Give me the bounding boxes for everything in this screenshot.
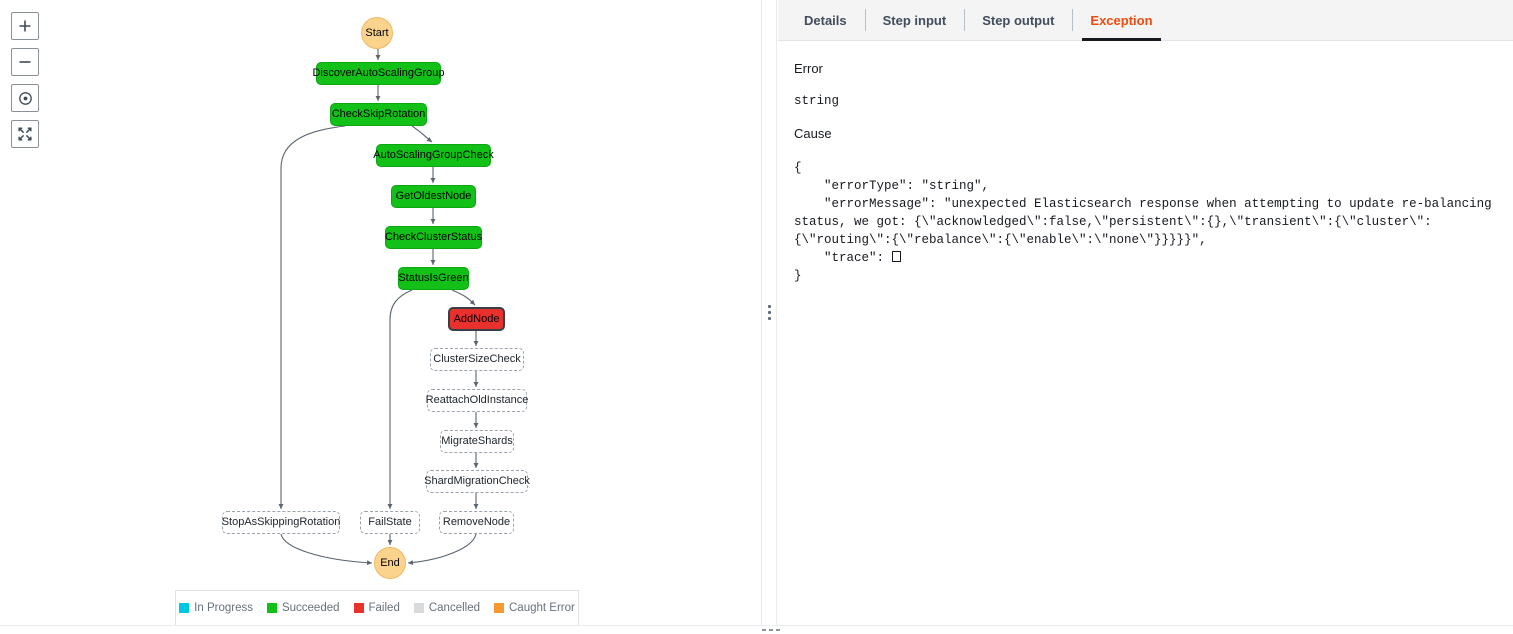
- legend-swatch-icon: [494, 603, 504, 613]
- legend-swatch-icon: [179, 603, 190, 613]
- legend-item-caught-error: Caught Error: [494, 602, 575, 614]
- graph-node-checkclusterstatus[interactable]: CheckClusterStatus: [385, 226, 482, 249]
- zoom-reset-button[interactable]: [11, 84, 39, 112]
- zoom-out-button[interactable]: [11, 48, 39, 76]
- json-line-errormessage: "errorMessage": "unexpected Elasticsearc…: [794, 197, 1500, 247]
- graph-node-discoverautoscalinggroup[interactable]: DiscoverAutoScalingGroup: [312, 62, 445, 85]
- cause-json: { "errorType": "string", "errorMessage":…: [794, 159, 1497, 285]
- json-line-open: {: [794, 161, 802, 175]
- tab-step-output[interactable]: Step output: [964, 0, 1072, 40]
- graph-node-start[interactable]: Start: [361, 17, 393, 49]
- json-line-close: }: [794, 269, 802, 283]
- graph-node-clustersizecheck[interactable]: ClusterSizeCheck: [430, 348, 524, 371]
- graph-node-end[interactable]: End: [374, 547, 406, 579]
- graph-legend: In Progress Succeeded Failed Cancelled Caugh…: [175, 590, 579, 625]
- minus-icon: [19, 61, 31, 63]
- error-value: string: [794, 94, 840, 108]
- legend-label: Caught Error: [509, 602, 575, 614]
- json-line-errortype: "errorType": "string",: [794, 179, 990, 193]
- tab-step-input[interactable]: Step input: [864, 0, 965, 40]
- vertical-splitter-handle[interactable]: [762, 0, 777, 625]
- graph-node-statusisgreen[interactable]: StatusIsGreen: [398, 267, 469, 290]
- zoom-controls: [11, 12, 39, 156]
- legend-label: Succeeded: [281, 602, 340, 614]
- graph-node-failstate[interactable]: FailState: [360, 511, 420, 534]
- exception-tab-content: Error string Cause { "errorType": "strin…: [778, 41, 1513, 285]
- legend-label: In Progress: [194, 602, 253, 614]
- legend-swatch-icon: [353, 603, 364, 613]
- cause-label: Cause: [794, 126, 832, 141]
- tab-exception[interactable]: Exception: [1072, 0, 1170, 41]
- horizontal-splitter-handle[interactable]: [0, 625, 1513, 634]
- legend-item-succeeded: Succeeded: [266, 602, 340, 614]
- graph-node-getoldestnode[interactable]: GetOldestNode: [391, 185, 476, 208]
- legend-item-cancelled: Cancelled: [413, 602, 480, 614]
- graph-node-autoscalinggroupcheck[interactable]: AutoScalingGroupCheck: [373, 144, 494, 167]
- graph-node-migrateshards[interactable]: MigrateShards: [440, 430, 514, 453]
- legend-swatch-icon: [266, 603, 277, 613]
- graph-node-checkskiprotation[interactable]: CheckSkipRotation: [330, 103, 427, 126]
- graph-edges-layer: [278, 49, 479, 566]
- legend-item-in-progress: In Progress: [179, 602, 253, 614]
- zoom-fit-button[interactable]: [11, 120, 39, 148]
- splitter-grip-icon: [767, 305, 771, 320]
- graph-node-reattacholdinstance[interactable]: ReattachOldInstance: [426, 389, 528, 412]
- legend-label: Cancelled: [428, 602, 480, 614]
- fullscreen-icon: [18, 127, 32, 141]
- tab-details[interactable]: Details: [804, 12, 847, 28]
- splitter-grip-horizontal-icon: [762, 629, 780, 631]
- graph-node-removenode[interactable]: RemoveNode: [439, 511, 514, 534]
- legend-label: Failed: [368, 602, 400, 614]
- graph-node-shardmigrationcheck[interactable]: ShardMigrationCheck: [424, 470, 530, 493]
- zoom-in-button[interactable]: [11, 12, 39, 40]
- error-label: Error: [794, 61, 823, 76]
- plus-icon: [19, 20, 31, 32]
- legend-item-failed: Failed: [353, 602, 400, 614]
- graph-node-addnode[interactable]: AddNode: [448, 307, 505, 331]
- missing-glyph-icon: [891, 251, 901, 262]
- json-line-trace-key: "trace":: [794, 251, 892, 265]
- target-icon: [18, 91, 32, 105]
- graph-node-stopasskippingrotation[interactable]: StopAsSkippingRotation: [222, 511, 340, 534]
- legend-swatch-icon: [413, 603, 424, 613]
